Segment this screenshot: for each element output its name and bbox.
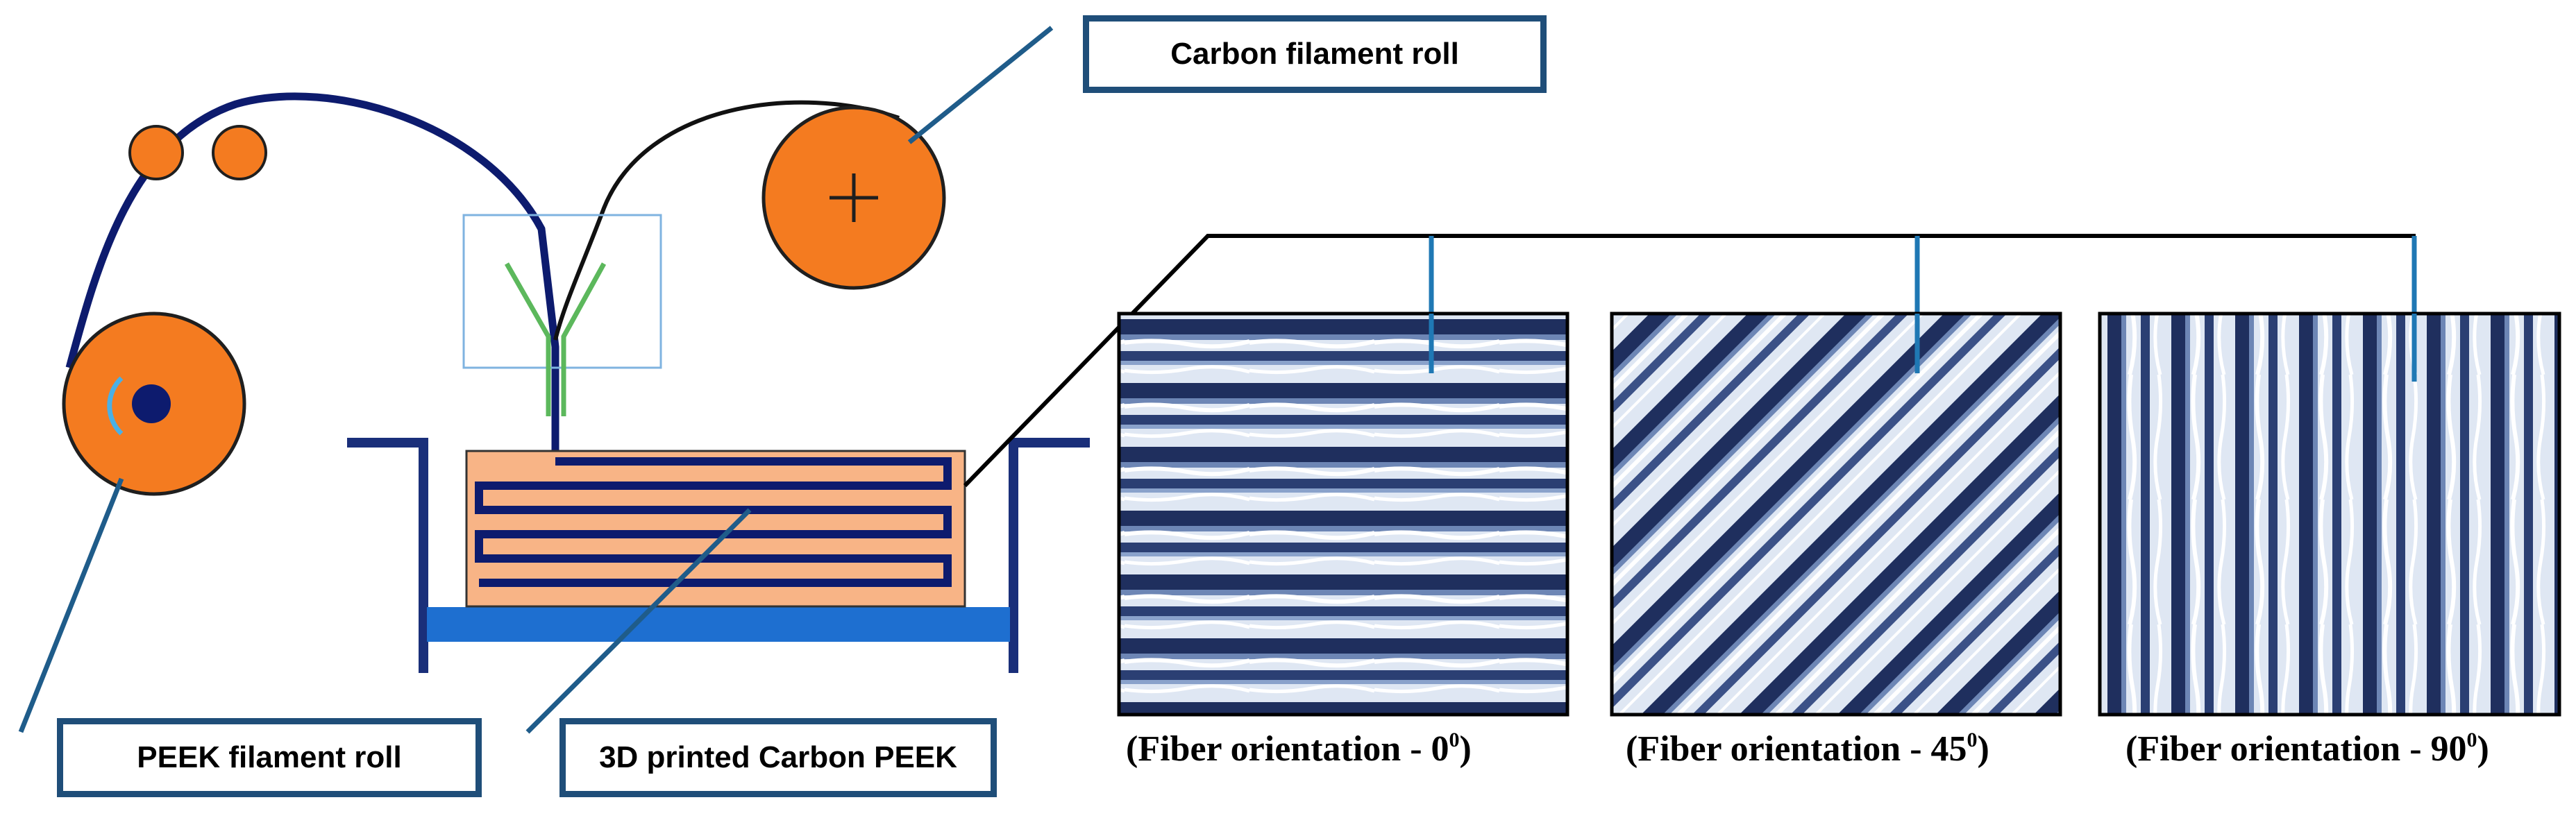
micrograph-0 [1117, 312, 1569, 717]
raster-toolpath [475, 457, 952, 587]
micrograph-90 [2098, 312, 2561, 717]
peek-spool-hub [132, 384, 171, 423]
printer-tray-right [1009, 438, 1090, 673]
leader-carbon-roll [907, 26, 1054, 144]
label-carbon-filament-roll: Carbon filament roll [1083, 15, 1547, 93]
caption-0: (Fiber orientation - 00) [1126, 728, 1472, 769]
label-peek-filament-roll: PEEK filament roll [57, 718, 482, 797]
caption-90: (Fiber orientation - 900) [2125, 728, 2489, 769]
guide-roller-right [212, 125, 267, 180]
carbon-filament-path [553, 100, 900, 341]
micrograph-45 [1610, 312, 2062, 717]
nozzle-left-guide [504, 262, 551, 416]
peek-spool-arc [107, 376, 124, 436]
nozzle-right-guide [561, 262, 607, 416]
build-plate [427, 607, 1010, 642]
label-3d-printed-carbon-peek: 3D printed Carbon PEEK [559, 718, 997, 797]
leader-printed-part [525, 508, 752, 734]
leader-peek-roll [18, 477, 124, 733]
peek-filament-path [65, 92, 559, 458]
caption-45: (Fiber orientation - 450) [1626, 728, 1989, 769]
printer-tray-left [347, 438, 428, 673]
zoom-connector [963, 234, 2416, 488]
plus-icon [830, 173, 878, 222]
guide-roller-left [128, 125, 184, 180]
